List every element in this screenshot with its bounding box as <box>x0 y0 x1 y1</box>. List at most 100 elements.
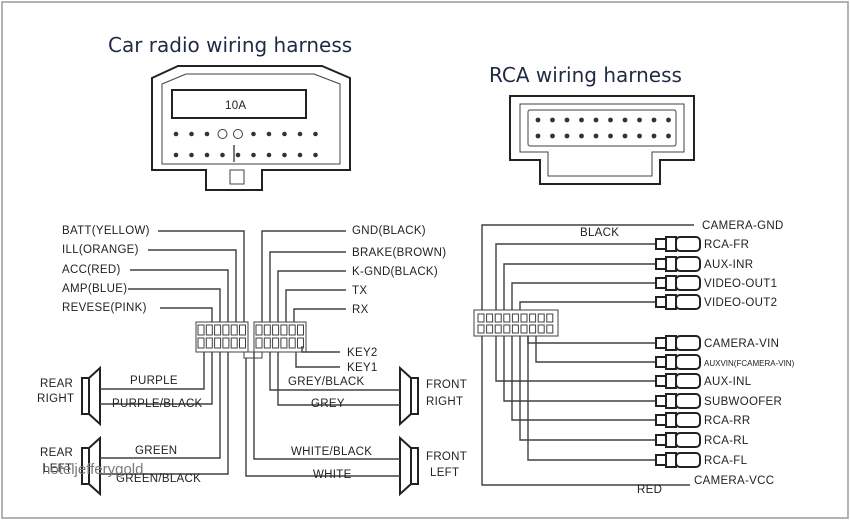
rca-jack-plug <box>675 275 701 291</box>
radio-pins-bottom <box>173 152 318 158</box>
rca-wire <box>495 243 656 310</box>
rca-wire <box>511 336 656 421</box>
radio-pin <box>297 131 303 137</box>
right-wires <box>261 230 346 368</box>
wire-label-reverse: REVESE(PINK) <box>62 302 147 314</box>
rca-plug-cell <box>529 313 537 323</box>
speaker-label-front-right-1: FRONT <box>426 379 467 391</box>
plug-cell <box>280 324 288 336</box>
wire-label-camera-vcc: CAMERA-VCC <box>694 475 774 487</box>
radio-pin <box>313 131 318 137</box>
rca-plug-cell <box>529 324 537 334</box>
main-harness-plug <box>195 321 307 359</box>
radio-pin <box>251 131 256 137</box>
wire-label-gnd: GND(BLACK) <box>352 225 426 237</box>
speaker-label-front-right-2: RIGHT <box>426 396 463 408</box>
rca-jack-body <box>655 395 667 407</box>
plug-cells <box>197 324 304 349</box>
plug-cell <box>239 337 246 349</box>
rca-output-label: SUBWOOFER <box>704 396 782 408</box>
rca-plug-cell <box>511 313 519 323</box>
rca-wire <box>527 336 656 461</box>
speaker-front-right <box>399 365 419 427</box>
plug-cell <box>255 337 263 349</box>
rca-plug-cell <box>486 313 494 323</box>
speaker-rear-right <box>81 365 101 427</box>
rca-jack-plug <box>675 393 701 409</box>
rca-jack-collar <box>665 335 677 351</box>
radio-pin <box>189 152 194 158</box>
radio-pin <box>313 152 318 158</box>
wire-label-purple-black: PURPLE/BLACK <box>112 398 203 410</box>
rca-connector-pin <box>593 133 599 139</box>
watermark: hoteljefferygold <box>42 461 143 478</box>
wire-label-purple: PURPLE <box>130 375 178 387</box>
radio-pin <box>251 152 256 158</box>
rca-output-label: RCA-RL <box>704 435 749 447</box>
rca-output-label: CAMERA-VIN <box>704 338 779 350</box>
radio-pin <box>282 131 287 137</box>
rca-jack-body <box>655 258 667 270</box>
rca-output-label: AUX-INL <box>704 376 752 388</box>
wire-label-key2: KEY2 <box>347 347 378 359</box>
wire-label-ill: ILL(ORANGE) <box>62 244 139 256</box>
wire-label-black: BLACK <box>580 227 619 239</box>
rca-wire <box>535 336 656 363</box>
speaker-label-front-left-1: FRONT <box>426 451 467 463</box>
radio-pin <box>233 129 243 139</box>
rca-harness-title: RCA wiring harness <box>489 63 682 87</box>
rca-plug <box>473 309 559 337</box>
rca-jack-collar <box>665 294 677 310</box>
rca-wire <box>503 263 656 310</box>
wire-label-grey-black: GREY/BLACK <box>288 376 365 388</box>
rca-connector-pin <box>622 117 628 123</box>
speaker-rear-left <box>81 435 101 497</box>
rca-jack-body <box>655 277 667 289</box>
radio-pin <box>220 152 225 158</box>
plug-cell <box>272 324 280 336</box>
rca-plug-cell <box>477 313 485 323</box>
wire-label-red: RED <box>637 484 662 496</box>
rca-plug-cell <box>494 324 502 334</box>
rca-jack-body <box>655 238 667 250</box>
car-radio-harness-title: Car radio wiring harness <box>108 33 352 57</box>
rca-jack-collar <box>665 256 677 272</box>
wire-label-white-black: WHITE/BLACK <box>291 446 372 458</box>
wire-label-rx: RX <box>352 304 369 316</box>
rca-connector-pin <box>651 133 657 139</box>
speaker-wires <box>100 352 400 477</box>
rca-jack-plug <box>675 354 701 370</box>
plug-cell <box>255 324 263 336</box>
rca-connector-pin <box>651 117 657 123</box>
rca-plug-cell <box>511 324 519 334</box>
rca-plug-cell <box>537 324 545 334</box>
radio-pin <box>204 131 210 137</box>
rca-plug-cell <box>520 313 528 323</box>
plug-cell <box>239 324 246 336</box>
plug-cell <box>230 337 238 349</box>
rca-output-label: AUXVIN(FCAMERA-VIN) <box>704 359 795 368</box>
rca-connector-pin <box>535 117 541 123</box>
rca-connector-pin <box>564 117 570 123</box>
rca-jack-collar <box>665 354 677 370</box>
plug-cell <box>280 337 288 349</box>
rca-jack-collar <box>665 393 677 409</box>
rca-plug-cell <box>494 313 502 323</box>
rca-jack-body <box>655 454 667 466</box>
wire-label-amp: AMP(BLUE) <box>62 283 127 295</box>
plug-cell <box>263 337 271 349</box>
rca-output-label: VIDEO-OUT1 <box>704 278 777 290</box>
rca-jack-plug <box>675 373 701 389</box>
radio-pin <box>282 152 287 158</box>
radio-pin <box>235 152 241 158</box>
rca-wire <box>495 336 656 382</box>
speaker-label-rear-right-2: RIGHT <box>37 393 74 405</box>
radio-pins-top <box>173 129 318 139</box>
plug-cell <box>222 324 230 336</box>
radio-pin <box>173 152 179 158</box>
rca-jack-plug <box>675 335 701 351</box>
radio-pin <box>189 131 194 137</box>
rca-jack-collar <box>665 412 677 428</box>
rca-output-label: RCA-FR <box>704 239 749 251</box>
rca-plug-cell <box>477 324 485 334</box>
